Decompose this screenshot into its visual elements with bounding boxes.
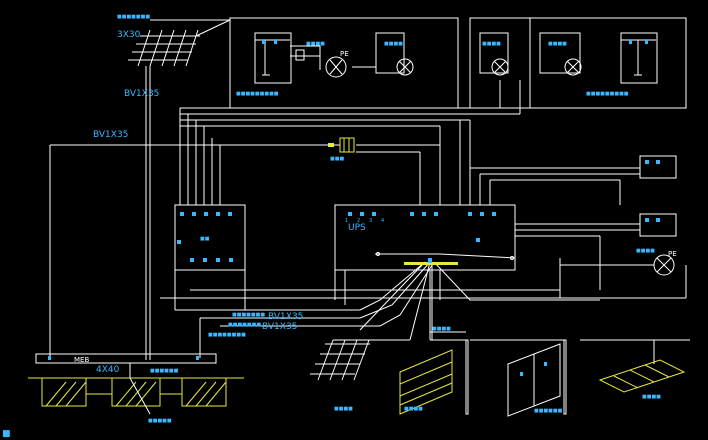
svg-text:■■■■■■: ■■■■■■ [150,368,179,374]
meb-bar: MEB [35,353,217,378]
cabinet-left: ■■ [174,204,246,271]
svg-text:■■■■■: ■■■■■ [148,418,172,424]
svg-text:■: ■ [2,429,11,439]
svg-text:■■■■: ■■■■ [432,326,451,332]
earth-electrodes [28,377,244,407]
bar-size-label: 4X40 [96,365,120,375]
device-right-top [469,155,677,205]
svg-text:■■■■: ■■■■ [404,406,423,412]
terminal-block: ■■■ [328,137,355,162]
room-box-left: PE ■■■■■■■■■ ■■■■ ■■■■ [229,17,459,109]
grid-size-label: 3X30 [117,30,141,40]
svg-text:■■■■: ■■■■ [334,406,353,412]
ceiling-rack: ■■■■ [580,339,690,400]
room-note-left: ■■■■■■■■■ [236,91,279,97]
svg-text:4: 4 [381,218,384,224]
svg-text:■■■■: ■■■■ [482,41,501,47]
svg-text:■■■■■■■■: ■■■■■■■■ [208,332,246,338]
window-panel: ■■■■■■ [470,339,567,417]
cable-label-4: BV1X35 [262,322,297,332]
svg-text:■■■■■■: ■■■■■■ [534,408,563,414]
bus-lines [49,80,521,358]
svg-text:■■■■: ■■■■ [548,41,567,47]
cable-label-2: BV1X35 [93,130,128,140]
lower-routing [160,258,686,358]
svg-text:■■■■: ■■■■ [306,41,325,47]
meb-label: MEB [74,356,89,364]
mesh-note: ■■■■■■■ [117,14,150,20]
svg-text:■■: ■■ [200,236,210,242]
cable-label-1: BV1X35 [124,89,159,99]
ups-cabinet: UPS [334,204,516,271]
svg-text:■■■■: ■■■■ [384,41,403,47]
svg-text:■■■■■■■: ■■■■■■■ [232,312,265,318]
svg-text:3: 3 [369,218,372,224]
svg-text:■■■■: ■■■■ [642,394,661,400]
pe-label-2: PE [668,250,677,258]
grounding-mesh-top [128,29,200,67]
svg-text:1: 1 [345,218,348,224]
room-note-right: ■■■■■■■■■ [586,91,629,97]
louver-panel: ■■■■ [399,339,469,415]
cable-label-3: BV1X35 [268,312,303,322]
svg-text:■■■■: ■■■■ [636,248,655,254]
pe-label-1: PE [340,50,349,58]
svg-text:■■■: ■■■ [330,156,344,162]
svg-text:■■■■■■■: ■■■■■■■ [228,322,261,328]
bottom-mesh: ■■■■ [310,339,410,412]
svg-text:2: 2 [357,218,360,224]
room-box-right: ■■■■ ■■■■■■■■■ [529,17,687,109]
device-right-mid: PE ■■■■ [515,213,687,298]
ups-label: UPS [348,223,366,233]
